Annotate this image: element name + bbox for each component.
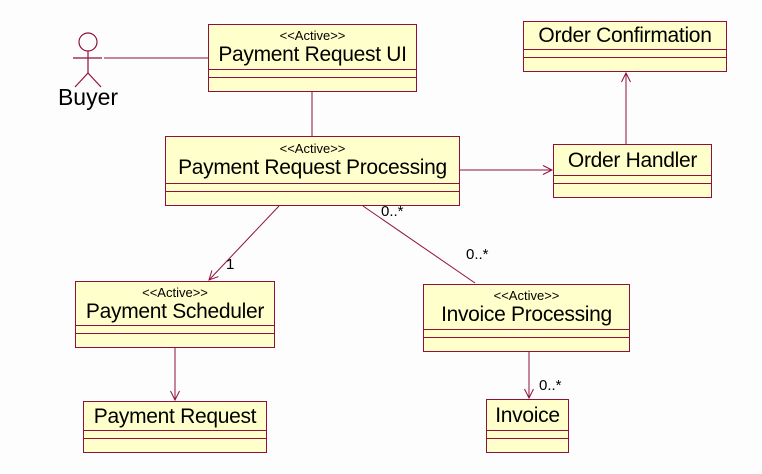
- class-name: Invoice: [495, 403, 560, 427]
- multiplicity-label-processing-end: 0..*: [381, 203, 404, 220]
- class-name: Payment Request UI: [218, 43, 407, 66]
- operations-compartment: [524, 57, 726, 71]
- association-processing-payment-scheduler[interactable]: [208, 205, 280, 281]
- class-title-compartment: Order Confirmation: [524, 22, 726, 49]
- association-processing-invoice-processing[interactable]: [362, 205, 476, 284]
- multiplicity-label-invoice-end: 0..*: [539, 377, 562, 394]
- class-name: Invoice Processing: [441, 303, 612, 326]
- operations-compartment: [76, 333, 274, 347]
- attributes-compartment: [424, 329, 629, 337]
- class-name: Payment Request Processing: [178, 156, 447, 179]
- class-invoice[interactable]: Invoice: [486, 399, 569, 453]
- actor-buyer-label: Buyer: [57, 84, 119, 110]
- attributes-compartment: [209, 69, 416, 77]
- class-payment-request[interactable]: Payment Request: [83, 401, 267, 453]
- class-title-compartment: <<Active>> Invoice Processing: [424, 285, 629, 329]
- attributes-compartment: [487, 430, 568, 438]
- class-name: Order Handler: [567, 148, 698, 172]
- class-name: Payment Scheduler: [85, 299, 265, 323]
- actor-buyer-icon[interactable]: [73, 32, 102, 88]
- attributes-compartment: [524, 49, 726, 57]
- class-title-compartment: Order Handler: [554, 145, 711, 175]
- class-title-compartment: <<Active>> Payment Request UI: [209, 25, 416, 69]
- class-name: Order Confirmation: [538, 24, 712, 47]
- operations-compartment: [209, 77, 416, 91]
- attributes-compartment: [554, 175, 711, 183]
- class-payment-scheduler[interactable]: <<Active>> Payment Scheduler: [75, 281, 275, 348]
- attributes-compartment: [84, 430, 266, 438]
- multiplicity-label-invoice-processing-end: 0..*: [466, 246, 489, 263]
- class-stereotype: <<Active>>: [279, 141, 346, 156]
- operations-compartment: [487, 438, 568, 452]
- operations-compartment: [424, 337, 629, 351]
- operations-compartment: [84, 438, 266, 452]
- operations-compartment: [554, 183, 711, 197]
- attributes-compartment: [166, 183, 459, 191]
- operations-compartment: [166, 191, 459, 205]
- class-title-compartment: <<Active>> Payment Request Processing: [166, 137, 459, 183]
- class-title-compartment: Payment Request: [84, 402, 266, 430]
- class-order-handler[interactable]: Order Handler: [553, 144, 712, 198]
- class-stereotype: <<Active>>: [279, 28, 346, 43]
- attributes-compartment: [76, 325, 274, 333]
- class-stereotype: <<Active>>: [142, 284, 208, 300]
- class-order-confirmation[interactable]: Order Confirmation: [523, 21, 727, 72]
- multiplicity-label-scheduler-end: 1: [226, 256, 235, 273]
- class-stereotype: <<Active>>: [493, 288, 560, 303]
- class-payment-request-processing[interactable]: <<Active>> Payment Request Processing: [165, 136, 460, 206]
- class-name: Payment Request: [93, 404, 257, 428]
- class-invoice-processing[interactable]: <<Active>> Invoice Processing: [423, 284, 630, 352]
- class-title-compartment: <<Active>> Payment Scheduler: [76, 282, 274, 325]
- class-title-compartment: Invoice: [487, 400, 568, 430]
- class-payment-request-ui[interactable]: <<Active>> Payment Request UI: [208, 24, 417, 92]
